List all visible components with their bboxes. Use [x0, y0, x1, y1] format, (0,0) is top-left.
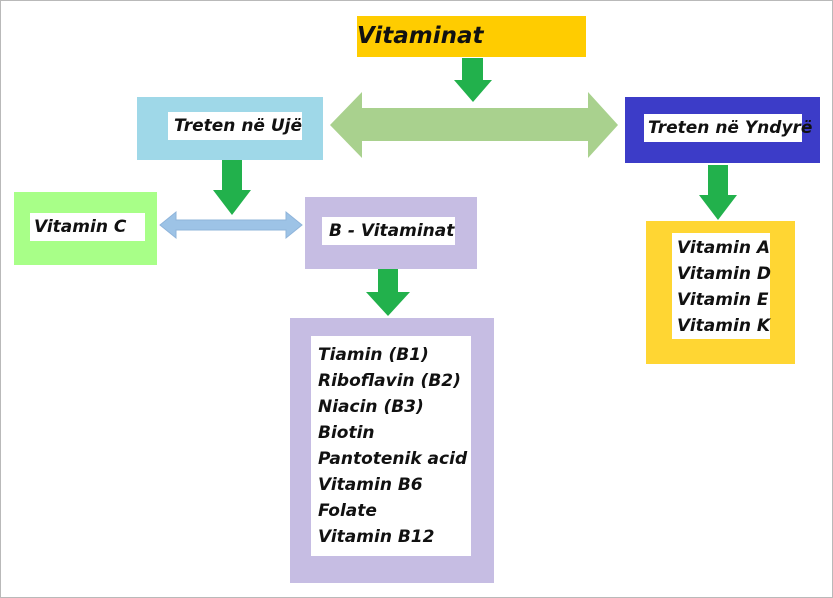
b-list-item: Vitamin B12 — [318, 527, 435, 547]
arrow-down-water — [213, 160, 251, 215]
node-b-vitaminat-label: B - Vitaminat — [329, 221, 455, 241]
fat-list-item: Vitamin K — [677, 316, 771, 336]
node-b-vitaminat: B - Vitaminat — [305, 197, 477, 269]
b-list-item: Niacin (B3) — [318, 397, 424, 417]
node-b-vitamins-list: Tiamin (B1) Riboflavin (B2) Niacin (B3) … — [290, 318, 494, 583]
node-vitamin-c: Vitamin C — [14, 192, 157, 265]
fat-list-item: Vitamin D — [677, 264, 771, 284]
node-vitaminat: Vitaminat — [357, 16, 586, 57]
node-treten-ne-uje-label: Treten në Ujë — [174, 116, 303, 136]
node-vitaminat-label: Vitaminat — [357, 23, 484, 49]
b-list-item: Folate — [318, 501, 377, 521]
node-vitamin-c-label: Vitamin C — [34, 217, 127, 237]
b-list-item: Vitamin B6 — [318, 475, 423, 495]
b-list-item: Riboflavin (B2) — [318, 371, 461, 391]
arrow-double-c-b — [159, 210, 303, 240]
node-fat-vitamins-list: Vitamin A Vitamin D Vitamin E Vitamin K — [646, 221, 795, 364]
node-treten-ne-uje: Treten në Ujë — [137, 97, 323, 160]
b-list-item: Pantotenik acid — [318, 449, 468, 469]
arrow-double-water-fat — [330, 92, 618, 158]
node-treten-ne-yndyre: Treten në Yndyrë — [625, 97, 820, 163]
fat-list-item: Vitamin A — [677, 238, 771, 258]
fat-list-item: Vitamin E — [677, 290, 769, 310]
arrow-down-root — [454, 58, 492, 102]
b-list-item: Biotin — [318, 423, 375, 443]
node-treten-ne-yndyre-label: Treten në Yndyrë — [648, 118, 813, 138]
b-list-item: Tiamin (B1) — [318, 345, 429, 365]
arrow-down-b — [366, 268, 410, 316]
arrow-down-fat — [699, 165, 737, 220]
